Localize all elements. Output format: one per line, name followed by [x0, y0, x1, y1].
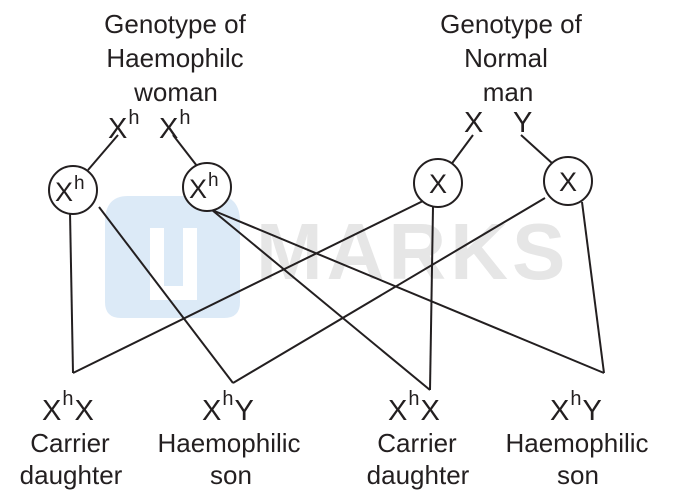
line-g4-to-o4: [581, 201, 605, 374]
offspring-4: XhY Haemophilic son: [505, 388, 648, 490]
gamete-1-label: Xh: [55, 173, 85, 207]
father-label-line-3: man: [483, 77, 534, 107]
offspring-3: XhX Carrier daughter: [367, 388, 470, 490]
offspring-4-desc-line-1: Haemophilic: [505, 428, 648, 458]
mother-gamete-b: Xh: [159, 107, 190, 145]
offspring-2-desc-line-1: Haemophilic: [157, 428, 300, 458]
watermark-text: MARKS: [256, 207, 569, 296]
father-label-line-1: Genotype of: [440, 9, 582, 39]
gamete-3: X: [413, 158, 463, 208]
offspring-2-desc-line-2: son: [210, 460, 252, 490]
line-g3-to-o3: [429, 206, 434, 391]
line-g1-to-o1: [69, 211, 74, 374]
father-genotype-label: Genotype of Normal man: [440, 9, 582, 107]
gamete-4-label: X: [559, 167, 577, 197]
line-g1-to-o2: [98, 206, 234, 384]
watermark-logo-notch-icon: [150, 228, 197, 300]
gamete-2-circle: [182, 162, 232, 212]
offspring-3-desc-line-1: Carrier: [377, 428, 457, 458]
line-mother-gamete-a: [87, 134, 119, 171]
gamete-2-label: Xh: [189, 170, 219, 204]
cross-lines: [69, 134, 605, 391]
mother-label-line-3: woman: [133, 77, 218, 107]
line-g2-to-o3: [211, 209, 431, 391]
father-gamete-a: X: [464, 107, 483, 139]
line-father-gamete-a: [449, 134, 474, 167]
mother-label-line-1: Genotype of: [104, 9, 246, 39]
gamete-1: Xh: [48, 165, 98, 215]
line-g2-to-o4: [211, 209, 605, 374]
offspring-3-desc-line-2: daughter: [367, 460, 470, 490]
gamete-3-label: X: [429, 169, 447, 199]
mother-gamete-a: Xh: [108, 107, 139, 145]
gamete-2: Xh: [182, 162, 232, 212]
offspring-1-genotype: XhX: [42, 388, 94, 427]
offspring-4-genotype: XhY: [550, 388, 602, 427]
gamete-4: X: [543, 156, 593, 206]
line-father-gamete-b: [520, 134, 554, 165]
offspring-3-genotype: XhX: [388, 388, 440, 427]
gamete-3-circle: [413, 158, 463, 208]
line-mother-gamete-b: [172, 134, 198, 167]
offspring-2: XhY Haemophilic son: [157, 388, 300, 490]
line-g4-to-o2: [232, 197, 546, 384]
father-gamete-b: Y: [513, 107, 532, 139]
line-g3-to-o1: [72, 199, 426, 374]
offspring-1-desc-line-1: Carrier: [30, 428, 110, 458]
offspring-4-desc-line-2: son: [557, 460, 599, 490]
gamete-4-circle: [543, 156, 593, 206]
offspring-1: XhX Carrier daughter: [20, 388, 123, 490]
watermark-logo-icon: [105, 196, 240, 318]
mother-label-line-2: Haemophilc: [106, 43, 243, 73]
gamete-1-circle: [48, 165, 98, 215]
father-label-line-2: Normal: [464, 43, 548, 73]
watermark: MARKS: [105, 196, 569, 318]
offspring-1-desc-line-2: daughter: [20, 460, 123, 490]
offspring-2-genotype: XhY: [202, 388, 254, 427]
mother-genotype-label: Genotype of Haemophilc woman: [104, 9, 246, 107]
